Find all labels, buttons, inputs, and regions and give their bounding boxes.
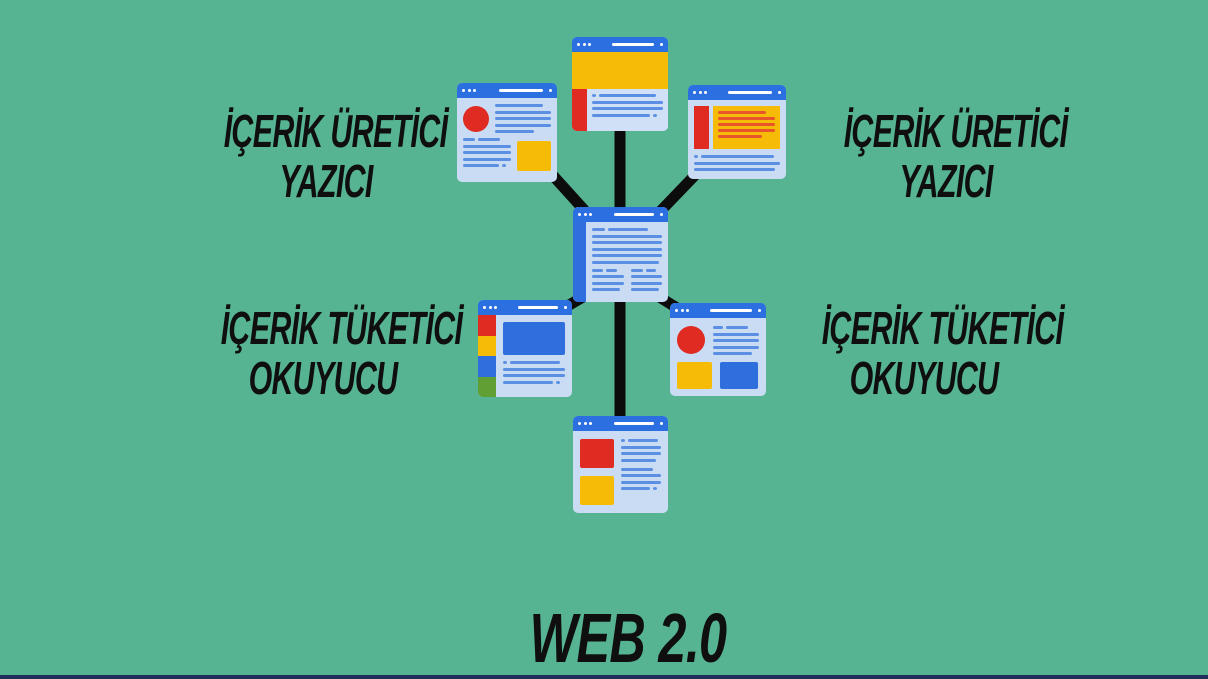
label-line: İÇERİK TÜKETİCİ — [821, 302, 1064, 354]
window-dot-icon — [483, 306, 486, 309]
highlight-panel-graphic — [713, 106, 780, 149]
red-tile-graphic — [478, 315, 496, 336]
window-dot-icon — [578, 213, 581, 216]
label-line: YAZICI — [899, 155, 993, 207]
browser-titlebar — [457, 83, 557, 98]
blue-block-graphic — [720, 362, 758, 389]
browser-titlebar — [478, 300, 572, 315]
label-line: OKUYUCU — [849, 352, 1000, 404]
window-dot-icon — [675, 309, 678, 312]
window-content — [573, 222, 668, 302]
window-content — [573, 431, 668, 513]
window-dot-icon — [577, 43, 580, 46]
green-tile-graphic — [478, 376, 496, 397]
window-content — [572, 52, 668, 131]
yellow-banner-graphic — [572, 52, 668, 89]
label-line: İÇERİK ÜRETİCİ — [223, 105, 448, 157]
hero-image-graphic — [503, 322, 565, 355]
window-dot-icon — [549, 89, 552, 92]
window-dot-icon — [578, 422, 581, 425]
window-dot-icon — [583, 213, 587, 216]
label-content-consumer-right: İÇERİK TÜKETİCİ OKUYUCU — [821, 302, 1064, 404]
blue-tile-graphic — [478, 356, 496, 377]
window-dot-icon — [488, 306, 492, 309]
url-bar-icon — [613, 213, 654, 216]
window-dot-icon — [758, 309, 761, 312]
label-line: İÇERİK TÜKETİCİ — [220, 302, 463, 354]
window-dot-icon — [582, 43, 586, 46]
url-bar-icon — [498, 89, 543, 92]
bottom-edge-bar — [0, 675, 1208, 679]
red-block-graphic — [580, 439, 614, 468]
browser-window-top-right — [688, 85, 786, 179]
window-dot-icon — [778, 91, 781, 94]
label-content-consumer-left: İÇERİK TÜKETİCİ OKUYUCU — [220, 302, 463, 404]
window-dot-icon — [589, 213, 592, 216]
url-bar-icon — [517, 306, 558, 309]
window-dot-icon — [704, 91, 707, 94]
url-bar-icon — [727, 91, 772, 94]
window-dot-icon — [462, 89, 465, 92]
browser-titlebar — [670, 303, 766, 318]
window-dot-icon — [583, 422, 587, 425]
window-dot-icon — [698, 91, 702, 94]
browser-window-top-center — [572, 37, 668, 131]
url-bar-icon — [613, 422, 654, 425]
label-content-producer-left: İÇERİK ÜRETİCİ YAZICI — [223, 105, 448, 207]
window-dot-icon — [473, 89, 476, 92]
red-block-graphic — [694, 106, 709, 149]
browser-titlebar — [573, 207, 668, 222]
url-bar-icon — [709, 309, 752, 312]
page-title: WEB 2.0 — [529, 599, 727, 677]
window-dot-icon — [467, 89, 471, 92]
colored-sidebar-graphic — [478, 315, 496, 397]
yellow-tile-graphic — [478, 335, 496, 356]
window-dot-icon — [589, 422, 592, 425]
window-content — [457, 98, 557, 182]
window-content — [478, 315, 572, 397]
red-block-graphic — [572, 89, 587, 131]
browser-titlebar — [572, 37, 668, 52]
browser-titlebar — [688, 85, 786, 100]
label-content-producer-right: İÇERİK ÜRETİCİ YAZICI — [843, 105, 1068, 207]
yellow-block-graphic — [580, 476, 614, 505]
window-dot-icon — [564, 306, 567, 309]
window-content — [670, 318, 766, 396]
label-line: İÇERİK ÜRETİCİ — [843, 105, 1068, 157]
window-dot-icon — [686, 309, 689, 312]
browser-window-mid-left — [478, 300, 572, 397]
window-dot-icon — [660, 213, 663, 216]
window-dot-icon — [660, 43, 663, 46]
browser-window-hub — [573, 207, 668, 302]
window-dot-icon — [660, 422, 663, 425]
browser-titlebar — [573, 416, 668, 431]
label-line: OKUYUCU — [248, 352, 399, 404]
window-dot-icon — [693, 91, 696, 94]
window-content — [688, 100, 786, 179]
browser-window-mid-right — [670, 303, 766, 396]
red-circle-graphic — [463, 106, 489, 132]
window-dot-icon — [680, 309, 684, 312]
url-bar-icon — [611, 43, 654, 46]
label-line: YAZICI — [279, 155, 373, 207]
window-dot-icon — [494, 306, 497, 309]
browser-window-bottom — [573, 416, 668, 513]
yellow-block-graphic — [517, 141, 551, 171]
window-dot-icon — [588, 43, 591, 46]
red-circle-graphic — [677, 326, 705, 354]
yellow-block-graphic — [677, 362, 712, 389]
blue-sidebar-graphic — [573, 222, 586, 302]
browser-window-top-left — [457, 83, 557, 182]
